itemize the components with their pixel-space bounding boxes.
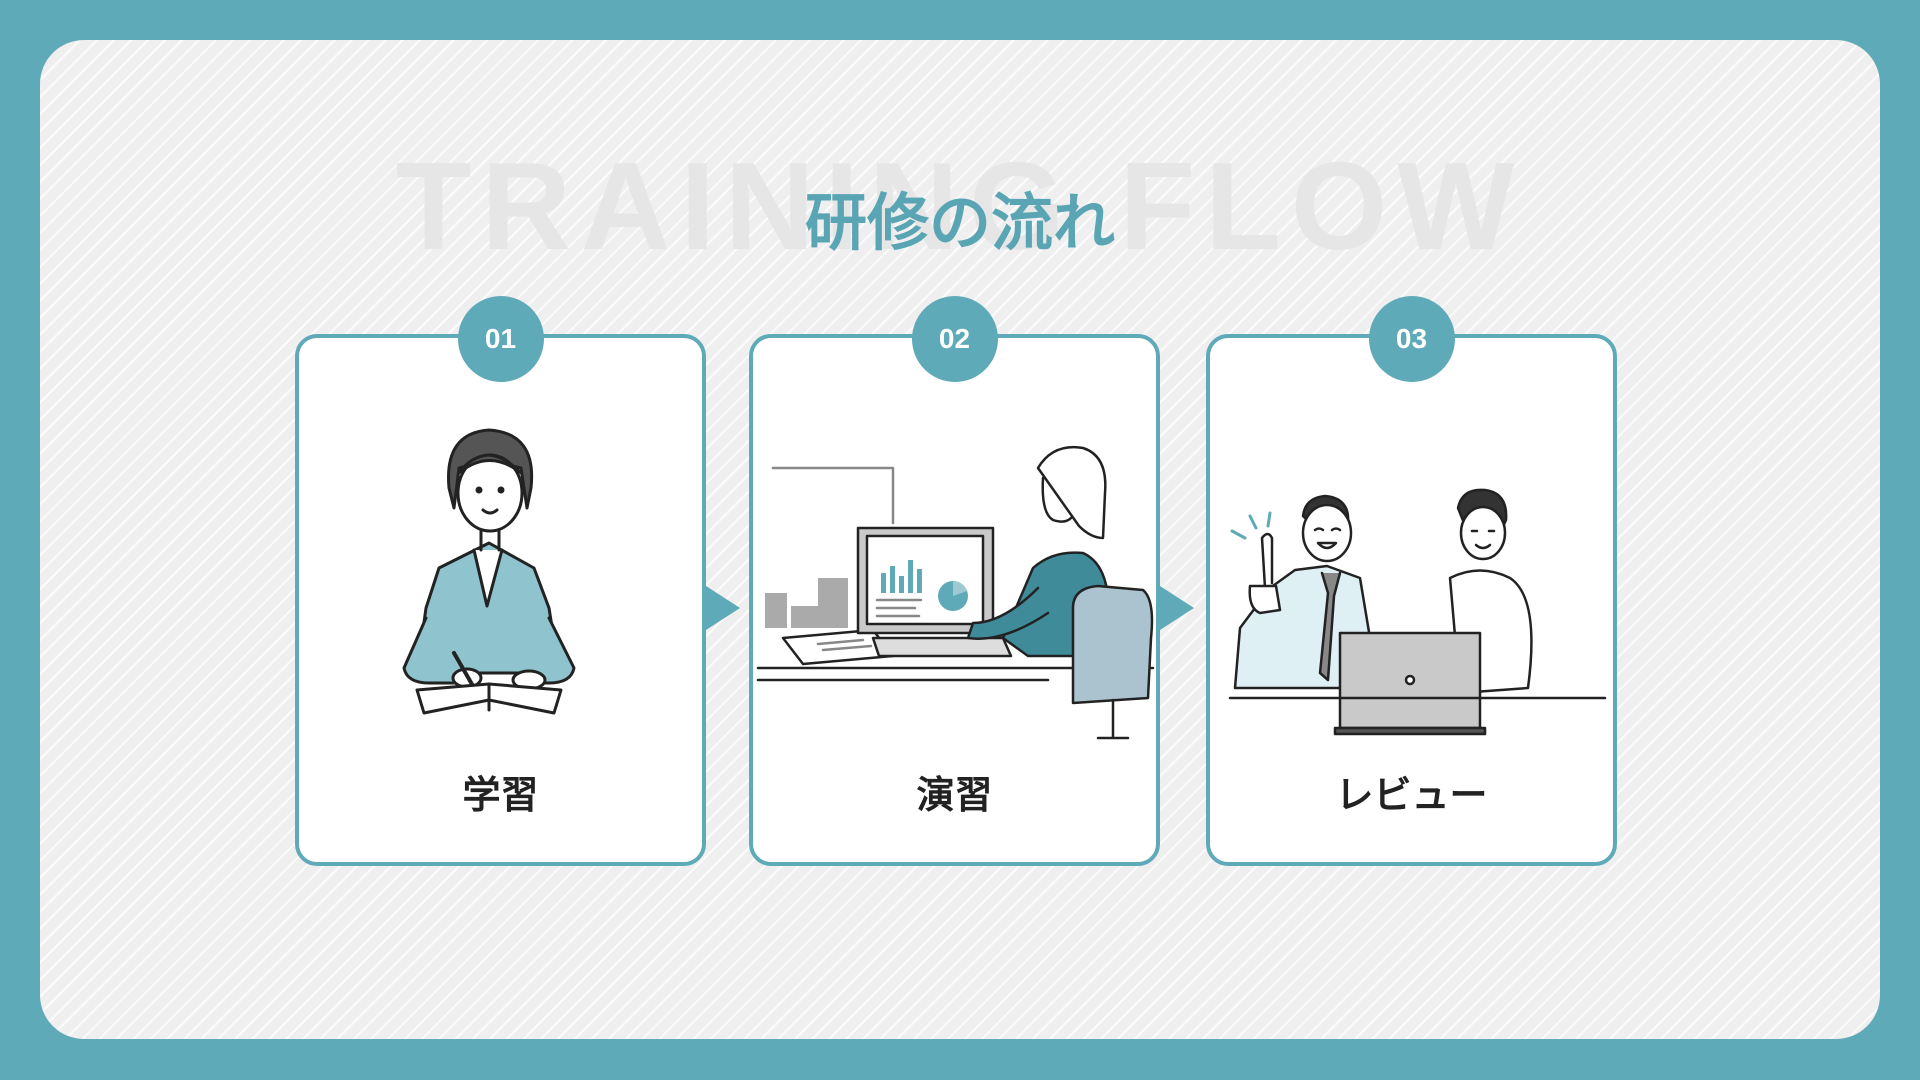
flow-arrow-2 <box>1160 586 1194 630</box>
two-people-reviewing-laptop-icon <box>1228 488 1607 736</box>
page-title: 研修の流れ <box>804 186 1115 259</box>
step-card-3: 03 <box>1206 296 1617 866</box>
step-label: 学習 <box>462 773 539 817</box>
step-number-badge: 02 <box>911 296 998 382</box>
step-card-2: 02 <box>749 296 1160 866</box>
slide-panel: TRAINING FLOW 研修の流れ 01 <box>40 40 1880 1039</box>
step-number-badge: 03 <box>1368 296 1455 382</box>
flow-arrow-1 <box>706 586 740 630</box>
step-label: レビュー <box>1335 773 1488 817</box>
step-label: 演習 <box>916 773 993 817</box>
step-card-1: 01 <box>295 296 706 866</box>
step-number-badge: 01 <box>457 296 544 382</box>
woman-working-at-computer-icon <box>756 445 1155 740</box>
background-watermark: TRAINING FLOW <box>395 138 1525 276</box>
woman-studying-notebook-icon <box>402 428 576 715</box>
